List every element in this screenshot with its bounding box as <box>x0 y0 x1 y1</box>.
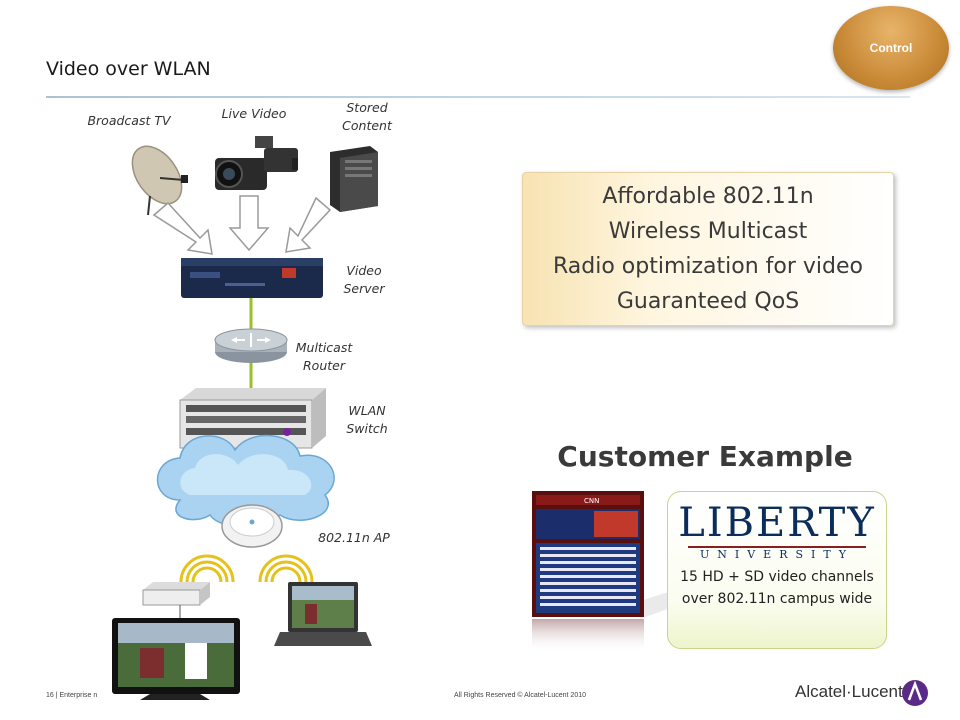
video-camera-icon <box>215 136 298 190</box>
server-tower-icon <box>330 146 378 212</box>
set-top-box-icon <box>142 582 210 620</box>
customer-card: LIBERTY UNIVERSITY 15 HD + SD video chan… <box>667 491 887 649</box>
channel-guide-screenshot: CNN <box>532 491 678 653</box>
customer-logo-sub: UNIVERSITY <box>700 548 854 561</box>
label-stored-content: Stored Content <box>342 100 392 134</box>
satellite-dish-icon <box>131 145 188 216</box>
feature-item: Affordable 802.11n <box>602 184 814 209</box>
label-multicast-router: Multicast Router <box>295 340 353 374</box>
label-broadcast-tv: Broadcast TV <box>87 113 171 128</box>
screen-logo-text: CNN <box>584 497 599 505</box>
customer-logo-name: LIBERTY <box>678 500 876 546</box>
features-box: Affordable 802.11n Wireless Multicast Ra… <box>522 172 894 326</box>
router-icon <box>214 328 288 363</box>
arrow-stored-icon <box>285 196 332 253</box>
brand-name: Alcatel·Lucent <box>795 682 903 701</box>
wireless-signal-icon <box>179 554 314 583</box>
arrow-broadcast-icon <box>152 201 213 255</box>
control-badge[interactable]: Control <box>833 6 949 90</box>
access-point-icon <box>221 504 283 548</box>
footer-page-info: 16 | Enterprise n <box>46 692 98 699</box>
laptop-icon <box>274 582 372 646</box>
video-server-icon <box>181 258 323 298</box>
label-video-server: Video Server <box>343 263 385 297</box>
title-divider <box>46 96 910 98</box>
customer-description: 15 HD + SD video channels over 802.11n c… <box>680 569 874 607</box>
label-ap: 802.11n AP <box>318 530 390 545</box>
slide-title: Video over WLAN <box>46 58 211 80</box>
feature-item: Guaranteed QoS <box>616 289 800 314</box>
television-icon <box>112 618 240 700</box>
wlan-cloud-icon <box>156 434 335 527</box>
label-wlan-switch: WLAN Switch <box>346 403 388 437</box>
network-diagram <box>112 136 378 700</box>
arrow-live-icon <box>228 195 270 252</box>
customer-heading: Customer Example <box>557 440 853 473</box>
feature-item: Wireless Multicast <box>608 219 808 244</box>
label-live-video: Live Video <box>221 106 287 121</box>
alcatel-lucent-logo-icon <box>902 680 928 706</box>
feature-item: Radio optimization for video <box>552 254 864 279</box>
footer-copyright: All Rights Reserved © Alcatel-Lucent 201… <box>454 692 587 699</box>
customer-logo-divider <box>688 546 866 548</box>
